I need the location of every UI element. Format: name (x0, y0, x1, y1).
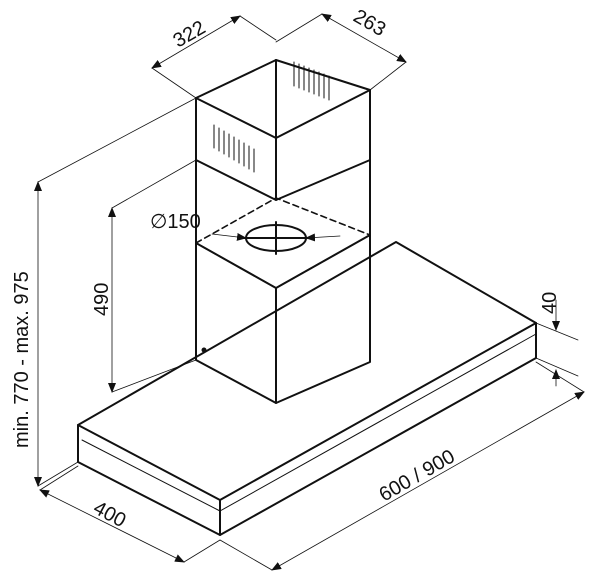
label-263: 263 (350, 5, 390, 41)
ext-lines-total-height (37, 97, 197, 487)
upper-chimney (195, 59, 371, 244)
duct-center-cross (239, 221, 313, 255)
chimney-back-top (275, 59, 371, 91)
vent-slots-back (293, 61, 330, 101)
lower-chimney-body (195, 234, 371, 404)
screw-dot (201, 347, 207, 353)
ext-lines-600-900 (219, 361, 585, 571)
dim-line-263 (321, 13, 407, 63)
dim-line-400 (39, 489, 185, 563)
upper-chimney-edges (195, 89, 371, 201)
dim-line-322 (151, 15, 241, 69)
dim-line-600-900 (271, 391, 585, 571)
ext-lines-322 (151, 15, 277, 99)
dim-leader-150-right (305, 233, 341, 242)
label-40: 40 (539, 292, 561, 314)
label-600-900: 600 / 900 (376, 446, 459, 507)
chimney-sides (195, 159, 371, 244)
canopy-top-face (77, 241, 537, 501)
ext-lines-400 (39, 465, 221, 563)
label-total-height: min. 770 - max. 975 (11, 271, 33, 448)
label-490: 490 (91, 283, 113, 316)
canopy-front-right-face (219, 322, 537, 536)
lower-chimney (195, 234, 371, 404)
vent-slots-front (213, 124, 255, 173)
ext-lines-263 (275, 13, 407, 91)
ext-lines-40 (535, 322, 579, 377)
dim-leader-150-left (211, 232, 247, 241)
label-322: 322 (170, 17, 210, 53)
ext-lines-490 (111, 159, 197, 393)
label-diameter-150: ∅150 (150, 211, 201, 233)
chimney-back-left (195, 59, 277, 139)
label-400: 400 (90, 497, 130, 532)
upper-chimney-body (195, 89, 371, 201)
duct-opening-outline (195, 197, 371, 289)
